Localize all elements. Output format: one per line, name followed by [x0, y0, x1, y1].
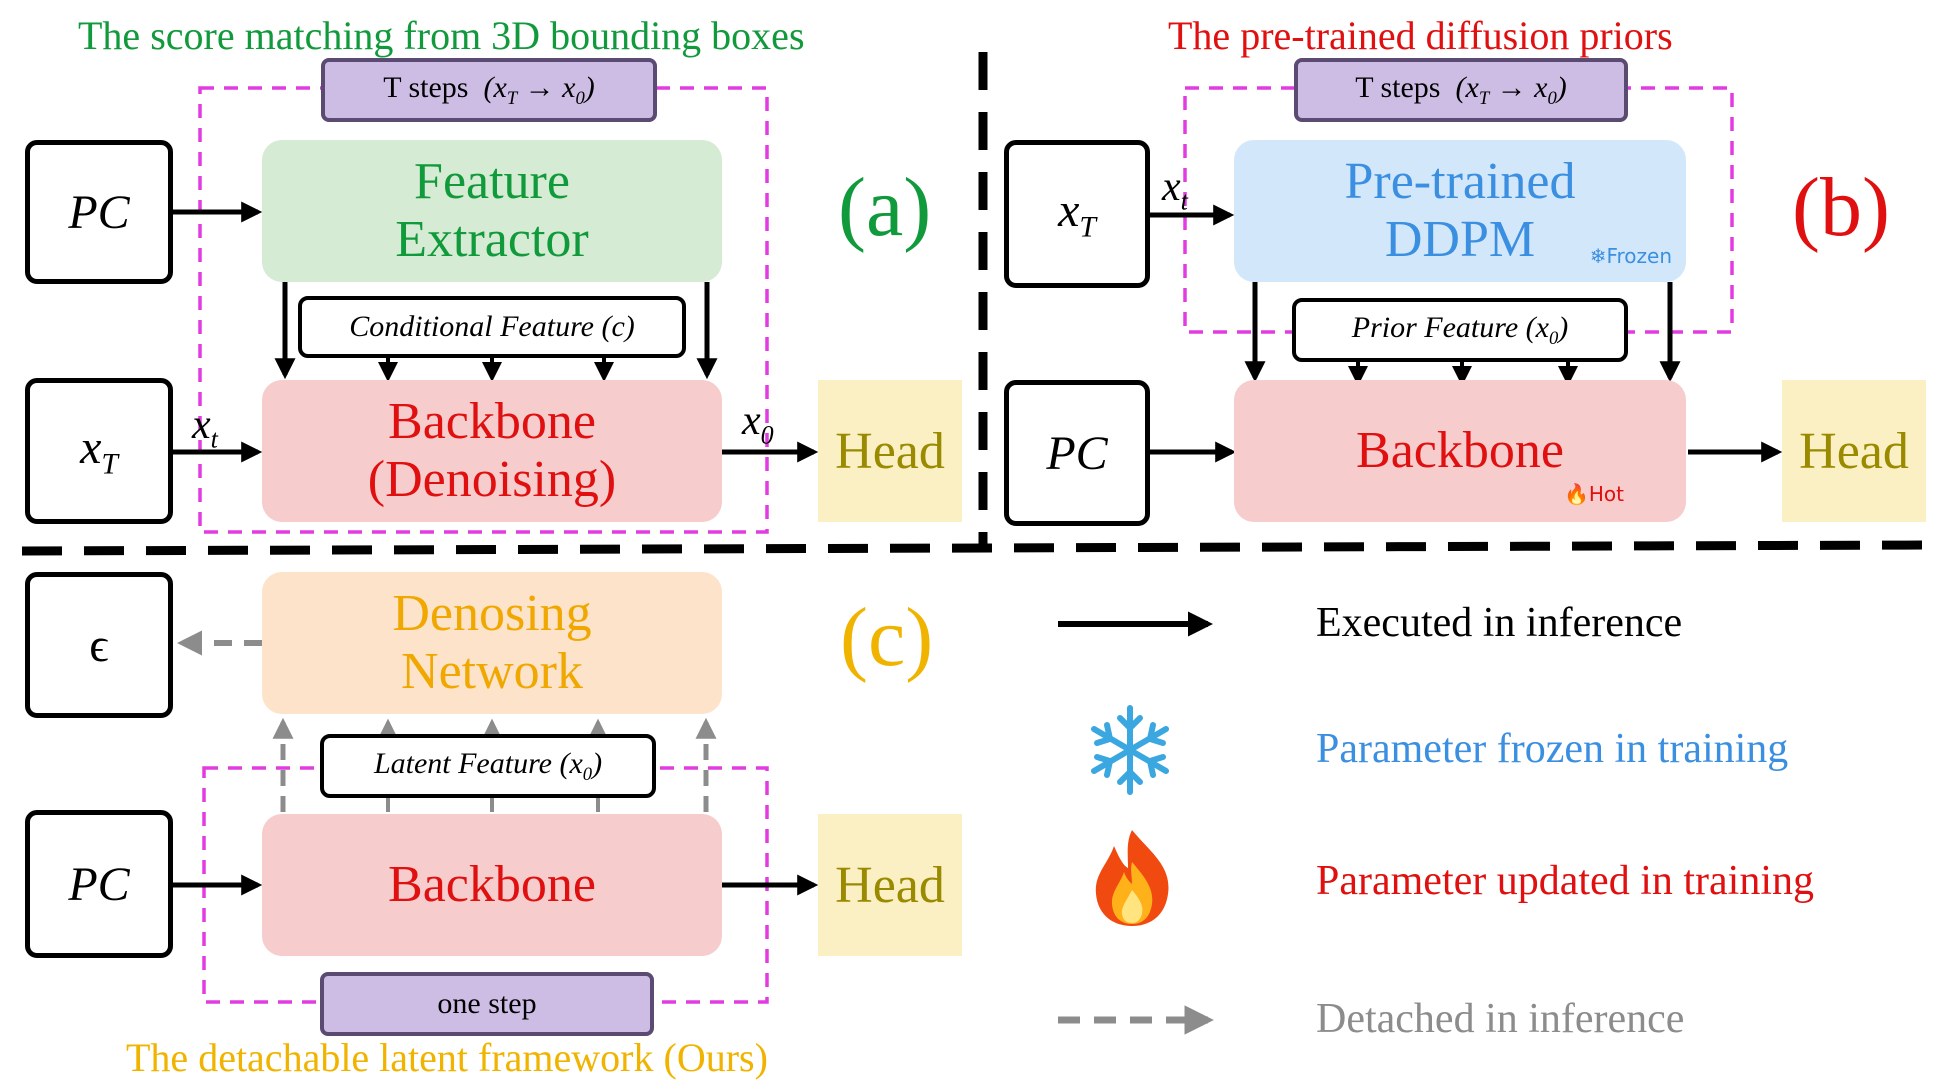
- region-a: [198, 86, 769, 534]
- pretrained-ddpm: Pre-trained DDPM ❄Frozen: [1234, 140, 1686, 282]
- input-xt-a: xT: [25, 378, 173, 524]
- flame-small-icon: 🔥: [1563, 482, 1589, 506]
- input-xt-b: xT: [1004, 140, 1150, 288]
- prior-feature-label: Prior Feature (x0): [1292, 298, 1628, 362]
- denoise-line1: Denosing: [392, 584, 592, 642]
- head-a: Head: [818, 380, 962, 522]
- snowflake-icon: [1091, 705, 1169, 795]
- head-b: Head: [1782, 380, 1926, 522]
- hot-tag: 🔥Hot: [1563, 482, 1624, 506]
- panel-c-letter: (c): [840, 591, 934, 684]
- panel-a-title: The score matching from 3D bounding boxe…: [78, 13, 805, 58]
- legend-executed: Executed in inference: [1316, 600, 1683, 646]
- snowflake-small-icon: ❄: [1589, 244, 1607, 268]
- conditional-feature-label: Conditional Feature (c): [298, 296, 686, 358]
- legend-updated: Parameter updated in training: [1316, 858, 1814, 904]
- feature-extractor-line2: Extractor: [395, 211, 589, 268]
- legend-frozen: Parameter frozen in training: [1316, 726, 1789, 772]
- feature-extractor: Feature Extractor: [262, 140, 722, 282]
- backbone-a-line1: Backbone: [388, 392, 596, 450]
- backbone-b: Backbone 🔥Hot: [1234, 380, 1686, 522]
- backbone-c-label: Backbone: [388, 855, 596, 913]
- frozen-tag: ❄Frozen: [1589, 244, 1672, 268]
- backbone-a-line2: (Denoising): [367, 451, 617, 508]
- panel-c-title: The detachable latent framework (Ours): [126, 1035, 768, 1080]
- denoising-network: Denosing Network: [262, 572, 722, 714]
- backbone-c: Backbone: [262, 814, 722, 956]
- xt-label-a: xt: [192, 402, 218, 454]
- panel-a-letter: (a): [838, 161, 932, 254]
- ddpm-line2: DDPM: [1384, 211, 1536, 268]
- backbone-b-label: Backbone: [1356, 421, 1564, 479]
- ddpm-line1: Pre-trained: [1344, 152, 1576, 210]
- input-pc-c: PC: [25, 810, 173, 958]
- legend-detached: Detached in inference: [1316, 996, 1685, 1042]
- feature-extractor-line1: Feature: [414, 152, 570, 210]
- panel-b-title: The pre-trained diffusion priors: [1168, 13, 1673, 58]
- steps-box-a: T steps (xT → x0): [321, 58, 657, 122]
- input-pc-a: PC: [25, 140, 173, 284]
- one-step-box: one step: [320, 972, 654, 1036]
- xt-label-b: xt: [1162, 164, 1188, 216]
- head-c: Head: [818, 814, 962, 956]
- steps-box-b: T steps (xT → x0): [1294, 58, 1628, 122]
- input-pc-b: PC: [1004, 380, 1150, 526]
- backbone-denoising: Backbone (Denoising): [262, 380, 722, 522]
- epsilon-box: ϵ: [25, 572, 173, 718]
- panel-b-letter: (b): [1792, 161, 1890, 254]
- separator-horizontal: [21, 540, 1931, 556]
- latent-feature-label: Latent Feature (x0): [320, 734, 656, 798]
- x0-label-a: x0: [742, 398, 774, 450]
- flame-icon: [1095, 830, 1169, 926]
- denoise-line2: Network: [401, 643, 583, 700]
